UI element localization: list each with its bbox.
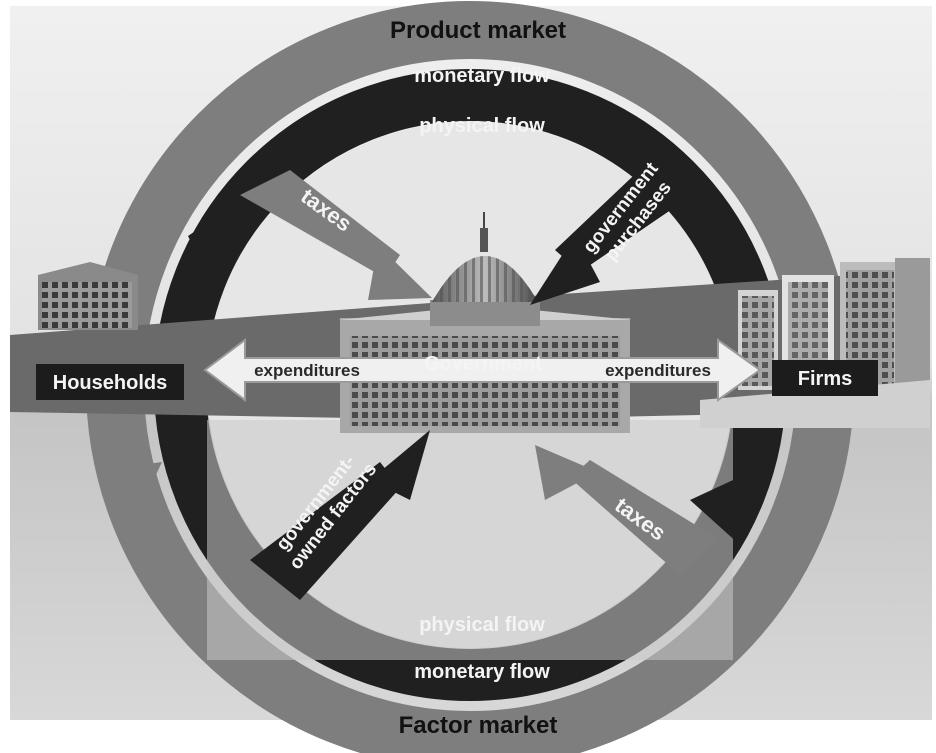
households-building bbox=[38, 262, 138, 330]
firms-label: Firms bbox=[798, 368, 852, 390]
inner-ring-top-label: physical flow bbox=[419, 115, 545, 137]
expenditures-right-label: expenditures bbox=[605, 361, 711, 380]
households-label: Households bbox=[53, 372, 167, 394]
government-label: Government bbox=[424, 353, 542, 375]
outer-ring-arrowhead-right bbox=[800, 240, 832, 268]
firms-label-box bbox=[772, 360, 878, 396]
taxes-arrow-households bbox=[240, 170, 432, 300]
expenditures-double-arrow bbox=[203, 338, 762, 402]
outer-ring-arrowhead-left bbox=[120, 462, 162, 492]
inner-ring-bottom-label: physical flow bbox=[419, 614, 545, 636]
taxes-arrow-firms bbox=[535, 445, 720, 575]
expenditures-left-label: expenditures bbox=[254, 361, 360, 380]
product-market-title: Product market bbox=[390, 17, 566, 44]
factor-market-title: Factor market bbox=[399, 712, 558, 739]
inner-ring-arrowhead-right bbox=[690, 462, 772, 545]
outer-ring-top-label: monetary flow bbox=[414, 65, 550, 87]
government-purchases-arrow bbox=[530, 160, 700, 305]
households-label-box bbox=[36, 364, 184, 400]
inner-ring-arrowhead-left bbox=[188, 206, 232, 292]
outer-ring-bottom-label: monetary flow bbox=[414, 661, 550, 683]
government-owned-factors-arrow bbox=[250, 430, 430, 600]
